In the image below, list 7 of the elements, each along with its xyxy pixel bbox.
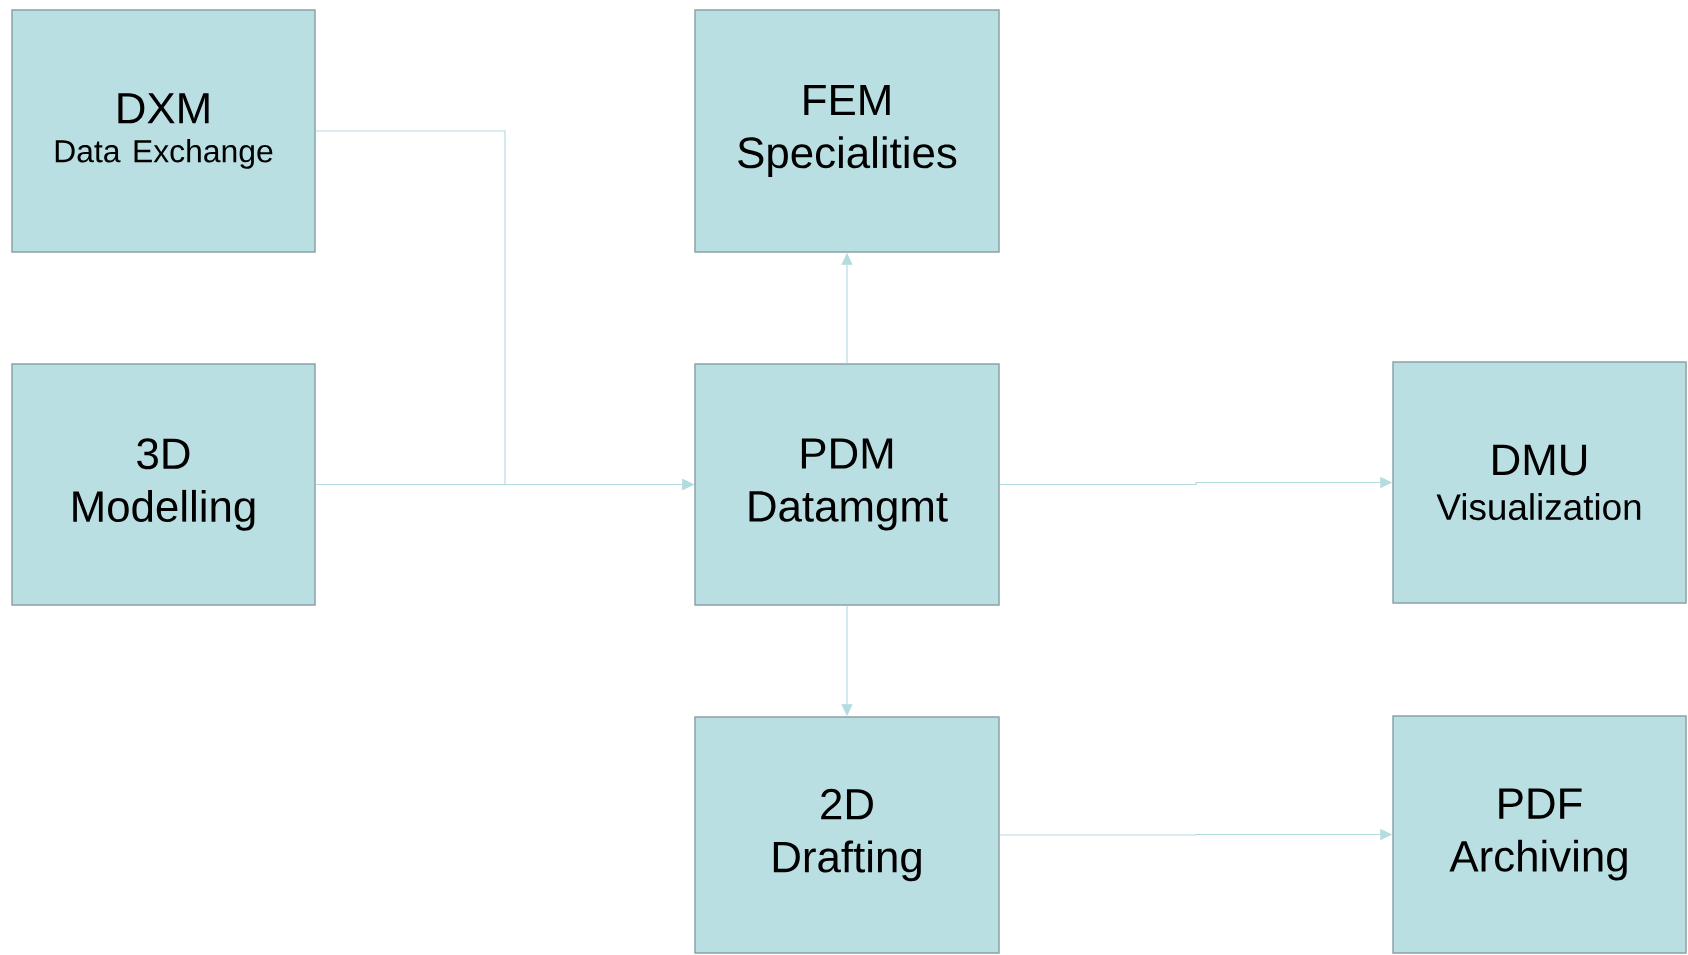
process-box: 3D Modelling	[11, 363, 316, 606]
process-box: FEM Specialities	[694, 9, 1000, 253]
process-box: PDF Archiving	[1392, 715, 1687, 954]
process-box: DMU Visualization	[1392, 361, 1687, 604]
process-box: PDM Datamgmt	[694, 363, 1000, 606]
process-box: DXM Data Exchange	[11, 9, 316, 253]
process-box: 2D Drafting	[694, 716, 1000, 954]
